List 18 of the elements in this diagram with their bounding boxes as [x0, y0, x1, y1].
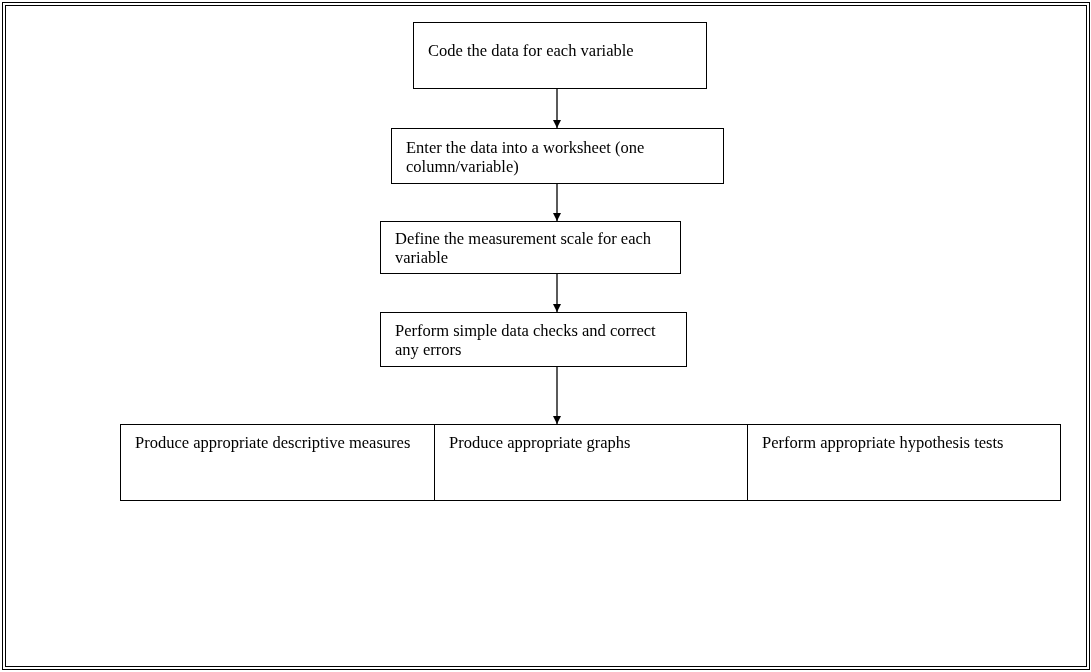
arrow	[553, 366, 561, 425]
process-box	[434, 424, 748, 501]
box-text: Perform appropriate hypothesis tests	[762, 433, 1005, 452]
box-text: Produce appropriate graphs	[449, 433, 632, 452]
process-box	[120, 424, 435, 501]
process-box	[380, 221, 681, 274]
box-text: Perform simple data checks and correct any errors	[395, 321, 657, 359]
process-box	[413, 22, 707, 89]
arrow	[553, 273, 561, 313]
box-text: Define the measurement scale for each variable	[395, 229, 653, 267]
process-box	[380, 312, 687, 367]
arrow	[553, 183, 561, 222]
arrow	[553, 88, 561, 129]
box-text: Produce appropriate descriptive measures	[135, 433, 412, 452]
process-box	[391, 128, 724, 184]
box-text: Code the data for each variable	[428, 41, 635, 60]
box-text: Enter the data into a worksheet (one column/variable)	[406, 138, 646, 176]
process-box	[747, 424, 1061, 501]
